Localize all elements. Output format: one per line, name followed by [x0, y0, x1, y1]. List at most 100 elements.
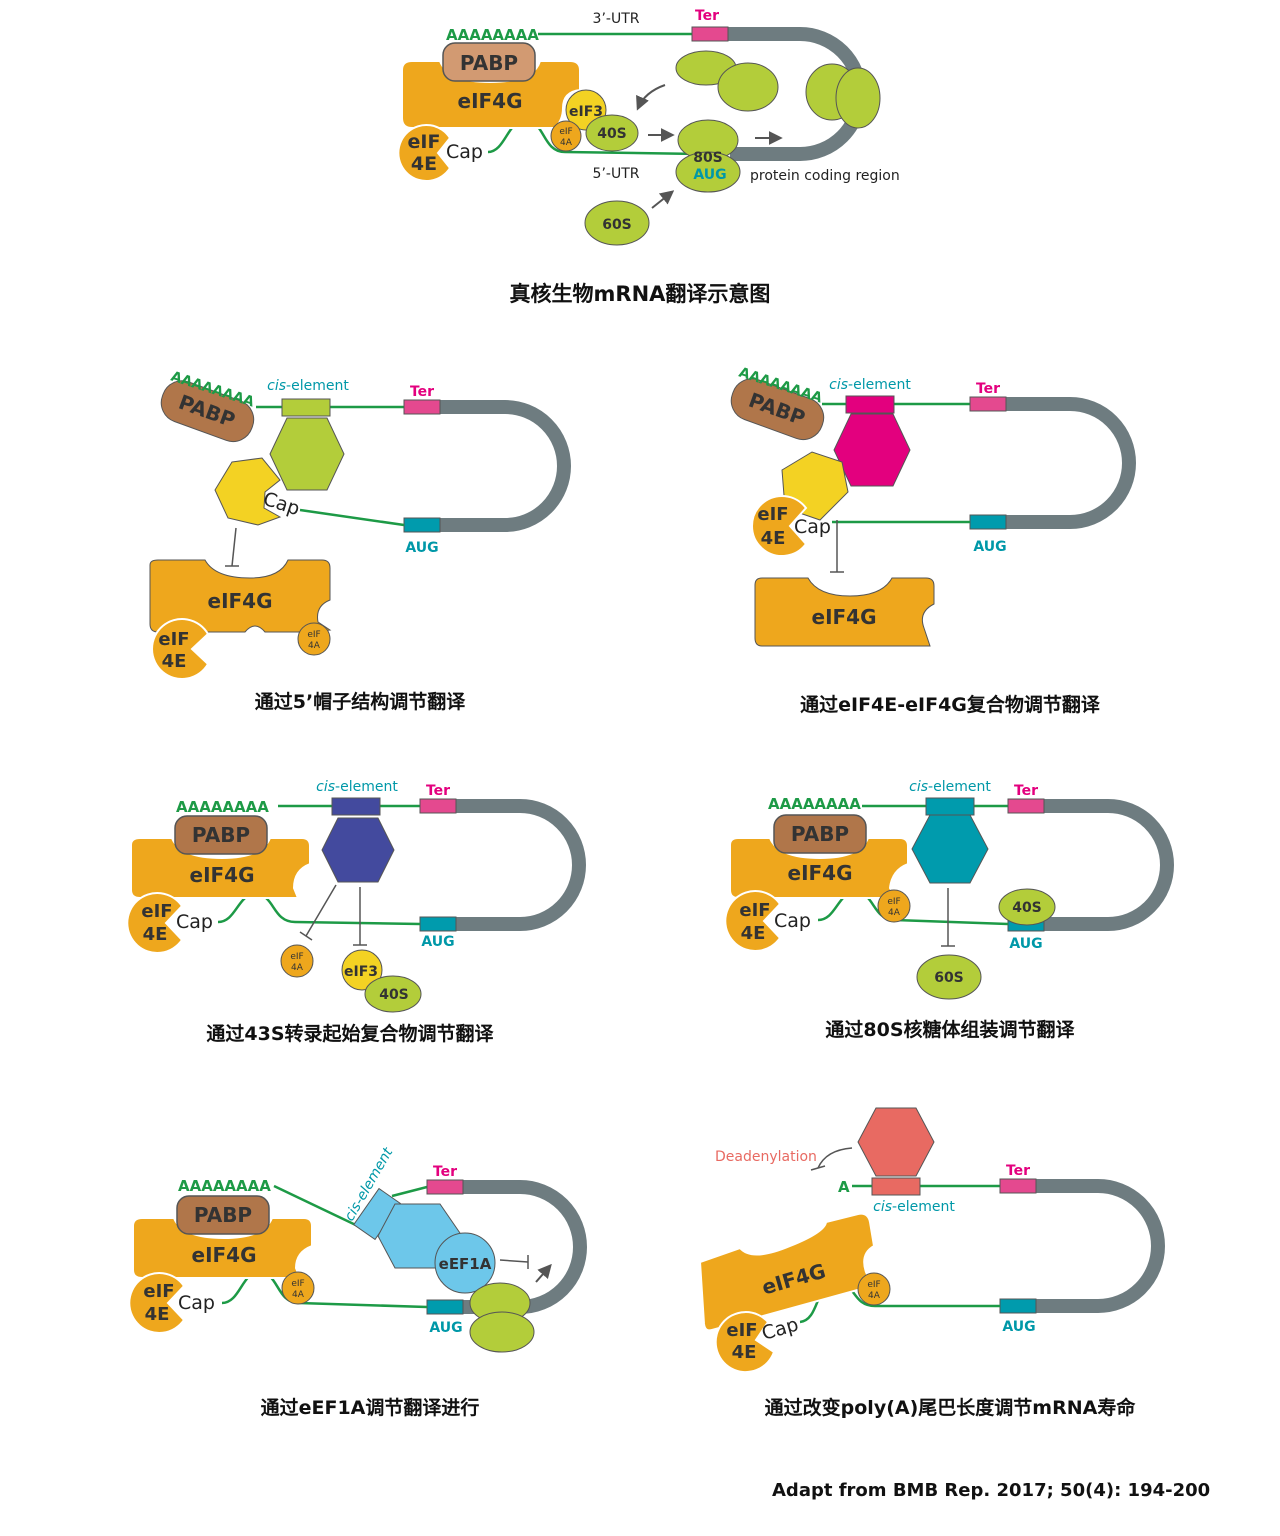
eif4a-label-2: 4A: [888, 908, 901, 918]
eif4a-label-2: 4A: [308, 641, 321, 651]
cap-label: Cap: [178, 1292, 215, 1314]
eif3-label: eIF3: [569, 104, 603, 120]
aug-label: AUG: [421, 934, 454, 950]
inhibit-line: [231, 527, 237, 567]
eif4e-label-1: eIF: [143, 1281, 174, 1302]
eif4e-label-1: eIF: [757, 504, 788, 525]
panel-3: AAAAAAAA PABP eIF4G cis-element Ter AUG …: [126, 779, 586, 1013]
eif4e-shape: [724, 890, 782, 952]
pabp-shape: [442, 42, 536, 82]
cap-label: Cap: [774, 910, 811, 932]
aug-label: AUG: [1009, 936, 1042, 952]
pabp-shape: [160, 380, 255, 443]
eif4a-shape: [550, 120, 582, 152]
pabp-shape: [730, 378, 825, 441]
cis-box: [331, 797, 381, 816]
eif4e-label-1: eIF: [141, 901, 172, 922]
cis-element-label: cis-element: [316, 779, 398, 795]
ter-box: [419, 798, 457, 814]
mrna-loop: [456, 799, 586, 931]
aug-box: [426, 1299, 464, 1315]
panel-2: AAAAAAAA PABP cis-element Ter AUG eIF 4E…: [730, 365, 1136, 647]
coding-label: protein coding region: [750, 168, 900, 184]
eif4a-label-1: eIF: [307, 630, 320, 640]
cap-label: Cap: [176, 911, 213, 933]
inhibit-line-4a: [305, 884, 337, 937]
cis-binding-protein: [321, 817, 395, 883]
eif4e-label-1: eIF: [726, 1320, 757, 1341]
polya-label: AAAAAAAA: [176, 798, 269, 816]
eef1a-label: eEF1A: [439, 1255, 492, 1273]
eif4e-label-2: 4E: [732, 1342, 757, 1363]
aug-label: AUG: [429, 1320, 462, 1336]
cis-element-label: cis-element: [267, 378, 349, 394]
cap-label: Cap: [759, 1313, 801, 1344]
eif4a-label-1: eIF: [559, 127, 572, 137]
source-citation: Adapt from BMB Rep. 2017; 50(4): 194-200: [772, 1480, 1211, 1501]
eif4g-label: eIF4G: [458, 89, 523, 113]
cis-binding-protein: [269, 417, 345, 491]
cap-binding-protein: [214, 457, 282, 526]
caption-panel-2: 通过eIF4E-eIF4G复合物调节翻译: [800, 694, 1100, 716]
eif4g-label: eIF4G: [812, 605, 877, 629]
ribosome-free-b: [717, 62, 779, 112]
aug-box: [403, 517, 441, 533]
mrna-loop: [440, 400, 571, 532]
s40-label: 40S: [597, 126, 627, 142]
eif4e-label-1: eIF: [158, 629, 189, 650]
eif4a-label-2: 4A: [291, 963, 304, 973]
ter-label: Ter: [433, 1164, 457, 1180]
caption-panel-5: 通过eEF1A调节翻译进行: [260, 1397, 480, 1419]
ter-box: [1007, 798, 1045, 814]
eif4a-label-2: 4A: [292, 1290, 305, 1300]
eif4g-shape: [149, 559, 332, 633]
ribosome-bottom: [469, 1311, 535, 1353]
ter-label: Ter: [695, 8, 719, 24]
ter-label: Ter: [1014, 783, 1038, 799]
eif4a-shape: [297, 622, 331, 656]
pabp-label: PABP: [194, 1203, 252, 1227]
eif4e-label-2: 4E: [162, 651, 187, 672]
eif4a-shape: [857, 1272, 891, 1306]
eif4a-label-2: 4A: [868, 1291, 881, 1301]
inhibit-bar-4a: [299, 931, 313, 941]
eif4a-label-1: eIF: [867, 1280, 880, 1290]
s40-label: 40S: [379, 987, 409, 1003]
cis-box: [871, 1177, 921, 1196]
mrna-loop: [1036, 1179, 1165, 1313]
arrow-60s: [651, 190, 675, 209]
ribosome-40s: [585, 114, 639, 152]
cis-element-label: cis-element: [909, 779, 991, 795]
eif4e-label-2: 4E: [741, 923, 766, 944]
ter-label: Ter: [426, 783, 450, 799]
ribosome-loop-b: [835, 67, 881, 129]
mrna-loop: [1006, 397, 1136, 529]
deadenylation-bar: [810, 1165, 826, 1171]
eif3-label: eIF3: [344, 964, 378, 980]
eif4a-label-2: 4A: [560, 138, 573, 148]
eef1a-shape: [434, 1232, 496, 1294]
ter-box: [999, 1178, 1037, 1194]
eif4a-label-1: eIF: [291, 1279, 304, 1289]
ribosome-40s: [998, 888, 1056, 926]
aug-label: AUG: [1002, 1319, 1035, 1335]
arrow-recycle: [636, 84, 666, 111]
caption-panel-1: 通过5’帽子结构调节翻译: [254, 691, 466, 713]
utr5-label: 5’-UTR: [593, 166, 640, 182]
ribosome-60s: [916, 954, 982, 1000]
eif4g-label: eIF4G: [788, 861, 853, 885]
utr3-label: 3’-UTR: [593, 11, 640, 27]
ter-box: [969, 396, 1007, 412]
eif4e-shape: [128, 1272, 186, 1334]
eif4e-label-2: 4E: [145, 1304, 170, 1325]
cis-box: [281, 398, 331, 417]
cis-element-label: cis-element: [873, 1199, 955, 1215]
deadenylation-label: Deadenylation: [715, 1149, 817, 1165]
eif4e-shape: [126, 892, 184, 954]
caption-main: 真核生物mRNA翻译示意图: [509, 282, 771, 306]
aug-box: [969, 514, 1007, 530]
panel-5: AAAAAAAA PABP eIF4G cis-element Ter AUG …: [128, 1145, 587, 1353]
caption-panel-4: 通过80S核糖体组装调节翻译: [825, 1019, 1075, 1041]
pabp-label: PABP: [460, 51, 518, 75]
